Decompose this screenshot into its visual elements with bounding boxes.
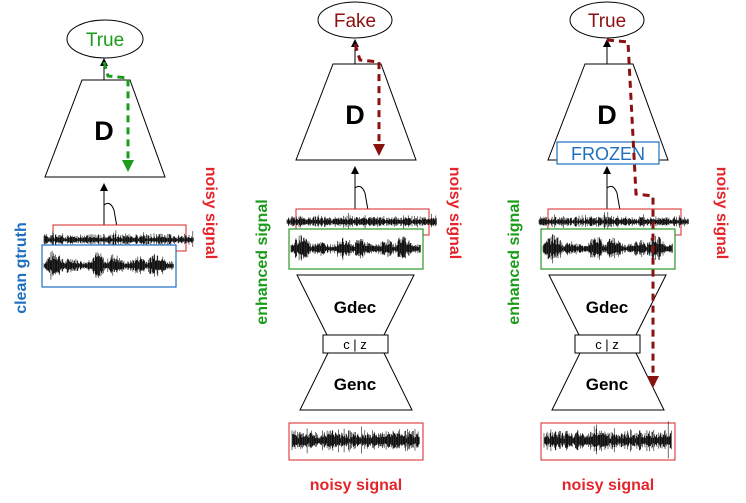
panel-2: Fake D Gdec c | z Genc noisy signal enha…: [254, 1, 463, 494]
output-ellipse: [569, 1, 645, 39]
decoder-label: Gdec: [586, 298, 629, 317]
input-waveform: [291, 426, 420, 454]
noisy-waveform: [538, 211, 689, 232]
discriminator-block: [547, 63, 669, 161]
noisy-waveform: [286, 213, 437, 230]
noisy-signal-side-label: noisy signal: [446, 167, 463, 259]
waveform-trace: [542, 234, 673, 264]
discriminator-label: D: [597, 100, 617, 130]
discriminator-block: [295, 63, 417, 161]
latent-label: c | z: [343, 337, 367, 352]
encoder-label: Genc: [334, 375, 377, 394]
input-waveform: [543, 421, 672, 459]
clean-waveform: [43, 250, 174, 280]
noisy-signal-side-label: noisy signal: [202, 167, 219, 259]
gradient-flow-arrow: [353, 43, 385, 156]
output-ellipse: [317, 1, 393, 39]
waveform-trace: [286, 213, 437, 230]
decoder-label: Gdec: [334, 298, 377, 317]
waveform-trace: [43, 230, 194, 250]
generator-encoder-block: [551, 352, 665, 411]
noisy-waveform: [43, 230, 194, 250]
waveform-trace: [290, 234, 421, 261]
generator-encoder-block: [299, 352, 413, 411]
noisy-signal-side-label: noisy signal: [713, 167, 730, 259]
output-label: Fake: [334, 11, 376, 32]
waveform-trace: [538, 211, 689, 232]
waveform-trace: [43, 250, 174, 280]
enhanced-waveform: [290, 234, 421, 261]
input-signal-label: noisy signal: [310, 477, 402, 494]
enhanced-waveform: [542, 234, 673, 264]
latent-label: c | z: [595, 337, 619, 352]
discriminator-block: [44, 79, 166, 178]
enhanced-signal-label: enhanced signal: [254, 199, 271, 324]
discriminator-label: D: [94, 116, 114, 146]
encoder-label: Genc: [586, 375, 629, 394]
gradient-flow-arrow: [102, 61, 134, 172]
waveform-trace: [291, 426, 420, 454]
discriminator-label: D: [345, 100, 365, 130]
clean-signal-label: clean gtruth: [13, 222, 30, 314]
waveform-trace: [543, 421, 672, 459]
output-label: True: [588, 11, 626, 32]
panel-1: True D clean gtruth noisy signal: [13, 19, 219, 314]
panel-3: True D FROZEN Gdec c | z Genc noisy sign…: [506, 1, 730, 494]
gradient-flow-arrow: [606, 38, 659, 388]
output-label: True: [86, 30, 124, 51]
enhanced-signal-label: enhanced signal: [506, 199, 523, 324]
frozen-label: FROZEN: [571, 144, 645, 164]
input-signal-label: noisy signal: [562, 477, 654, 494]
